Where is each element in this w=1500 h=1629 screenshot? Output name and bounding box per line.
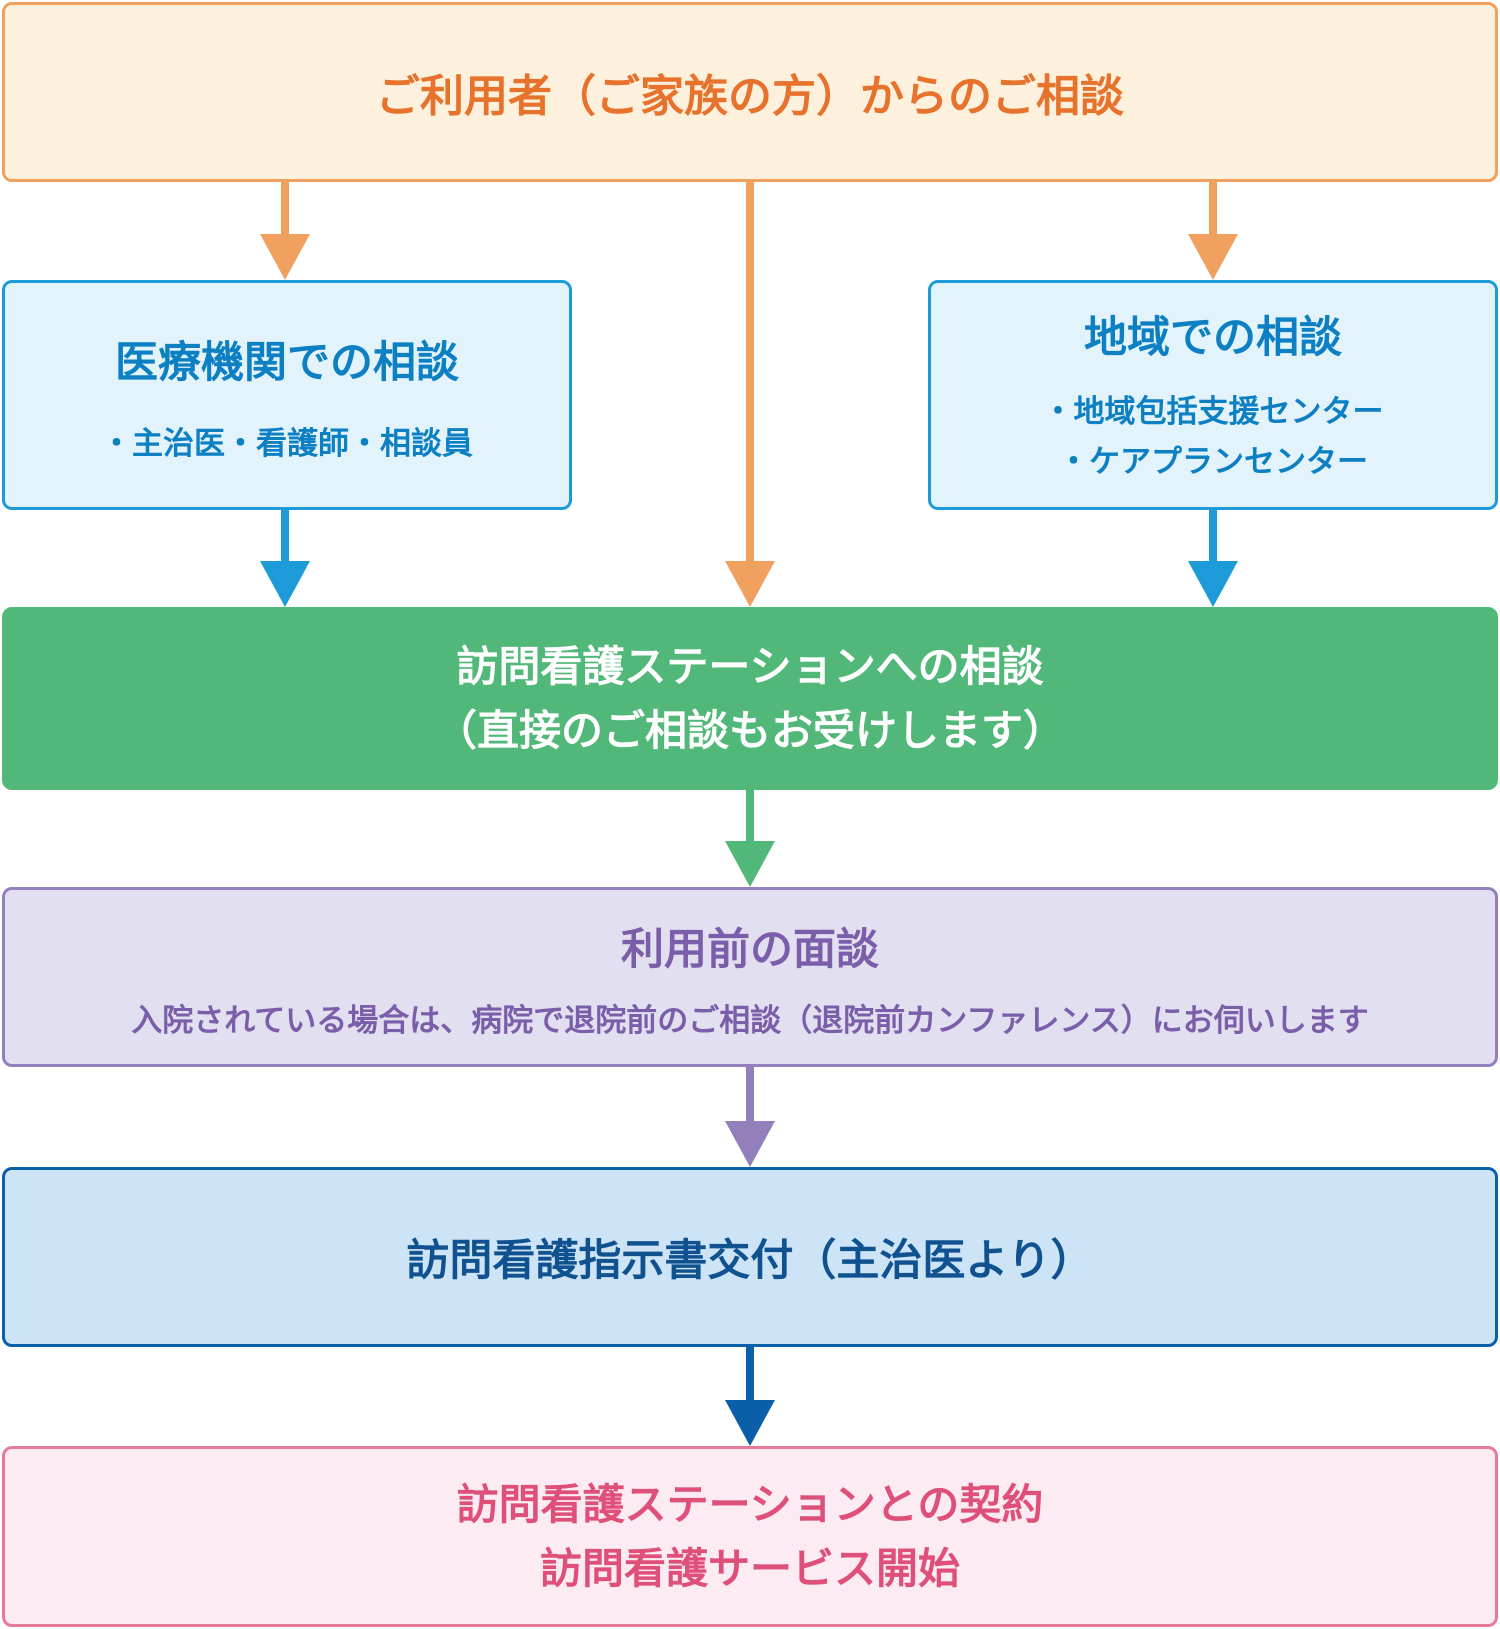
- medical-institution-title: 医療機関での相談: [115, 337, 459, 388]
- instruction-issuance-label: 訪問看護指示書交付（主治医より）: [406, 1236, 1094, 1286]
- medical-institution-subtext: ・主治医・看護師・相談員: [101, 425, 473, 462]
- arrow-instruction-to-contract: [725, 1347, 775, 1446]
- arrow-top-to-medical: [260, 182, 310, 280]
- arrow-station-to-interview: [725, 790, 775, 887]
- arrow-interview-to-instruction: [725, 1067, 775, 1167]
- station-consultation-box: 訪問看護ステーションへの相談 （直接のご相談もお受けします）: [2, 607, 1498, 790]
- station-consultation-note: （直接のご相談もお受けします）: [434, 705, 1065, 755]
- pre-use-interview-title: 利用前の面談: [621, 924, 879, 975]
- arrow-top-to-station: [725, 182, 775, 607]
- consultation-from-user-box: ご利用者（ご家族の方）からのご相談: [2, 2, 1498, 182]
- arrow-medical-to-station: [260, 510, 310, 607]
- arrow-top-to-regional: [1188, 182, 1238, 280]
- medical-institution-box: 医療機関での相談 ・主治医・看護師・相談員: [2, 280, 572, 510]
- contract-title: 訪問看護ステーションとの契約: [456, 1479, 1044, 1529]
- pre-use-interview-box: 利用前の面談 入院されている場合は、病院で退院前のご相談（退院前カンファレンス）…: [2, 887, 1498, 1067]
- pre-use-interview-note: 入院されている場合は、病院で退院前のご相談（退院前カンファレンス）にお伺いします: [131, 1002, 1369, 1039]
- regional-support-center-item: ・地域包括支援センター: [1042, 394, 1384, 430]
- instruction-issuance-box: 訪問看護指示書交付（主治医より）: [2, 1167, 1498, 1347]
- consultation-from-user-label: ご利用者（ご家族の方）からのご相談: [376, 71, 1124, 122]
- contract-start-box: 訪問看護ステーションとの契約 訪問看護サービス開始: [2, 1446, 1498, 1627]
- service-start-title: 訪問看護サービス開始: [539, 1543, 960, 1593]
- regional-consultation-title: 地域での相談: [1084, 313, 1342, 363]
- regional-consultation-box: 地域での相談 ・地域包括支援センター ・ケアプランセンター: [928, 280, 1498, 510]
- care-plan-center-item: ・ケアプランセンター: [1058, 444, 1368, 480]
- arrow-regional-to-station: [1188, 510, 1238, 607]
- station-consultation-title: 訪問看護ステーションへの相談: [456, 641, 1044, 691]
